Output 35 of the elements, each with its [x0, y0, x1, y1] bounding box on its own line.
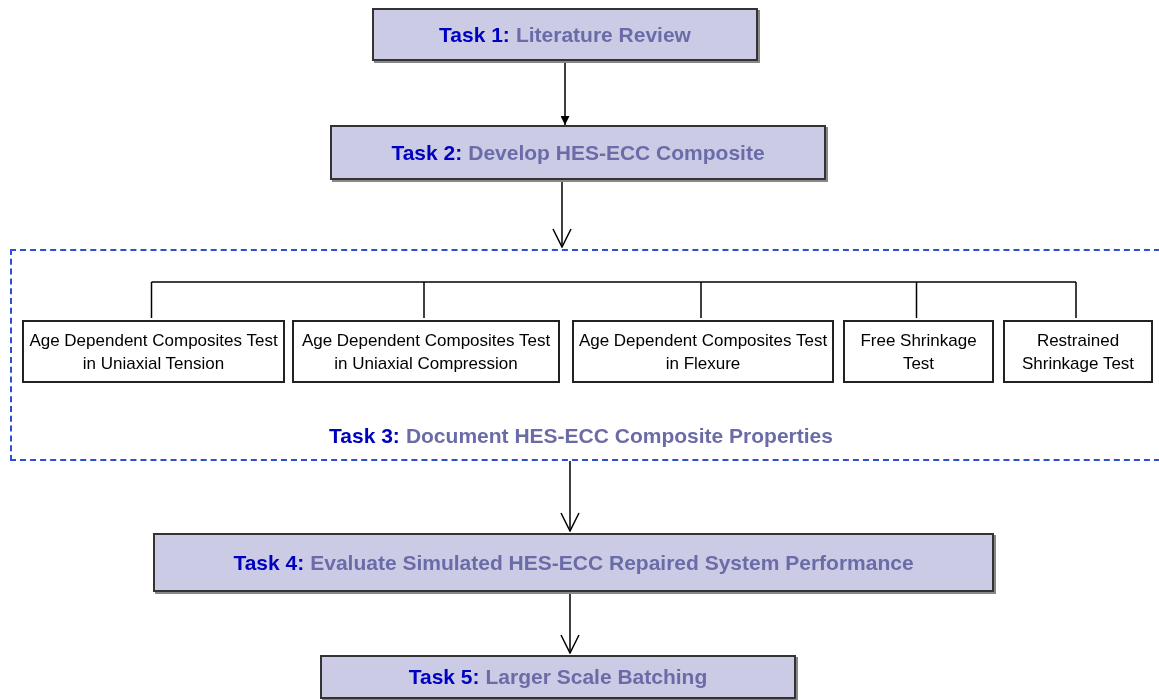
test-box: [572, 320, 834, 383]
task-title: Evaluate Simulated HES-ECC Repaired System Performance: [310, 549, 914, 576]
test-box: [843, 320, 994, 383]
test-label: Age Dependent Composites Test in Uniaxial Compression: [300, 329, 552, 375]
test-label: Age Dependent Composites Test in Flexure: [578, 329, 828, 375]
task-box: [153, 533, 994, 592]
test-box: [22, 320, 285, 383]
connector-line: [150, 281, 153, 319]
task-box: [372, 8, 758, 61]
task-number: Task 1:: [439, 21, 510, 48]
connector-line: [915, 281, 918, 319]
task-title: Document HES-ECC Composite Properties: [405, 422, 833, 449]
task-number: Task 5:: [408, 664, 480, 691]
task-box: [330, 125, 826, 180]
task-title: Literature Review: [515, 21, 691, 48]
test-label: Restrained Shrinkage Test: [1020, 329, 1136, 375]
test-box: [292, 320, 560, 383]
task-title: Larger Scale Batching: [485, 664, 708, 691]
task-number: Task 2:: [391, 139, 463, 166]
task-box: [320, 655, 796, 699]
task-number: Task 4:: [233, 549, 305, 576]
arrow: [552, 179, 572, 248]
connector-line: [150, 281, 1077, 283]
dashed-group-frame: [10, 249, 1159, 461]
task-title: Develop HES-ECC Composite: [468, 139, 765, 166]
connector-line: [1075, 281, 1077, 319]
test-label: Free Shrinkage Test: [859, 329, 978, 375]
arrow: [560, 60, 570, 126]
arrow: [560, 460, 580, 532]
connector-line: [700, 281, 702, 319]
test-box: [1003, 320, 1153, 383]
arrow: [560, 591, 580, 654]
task-number: Task 3:: [329, 422, 400, 449]
test-label: Age Dependent Composites Test in Uniaxial Tension: [28, 329, 279, 375]
connector-line: [423, 281, 425, 319]
